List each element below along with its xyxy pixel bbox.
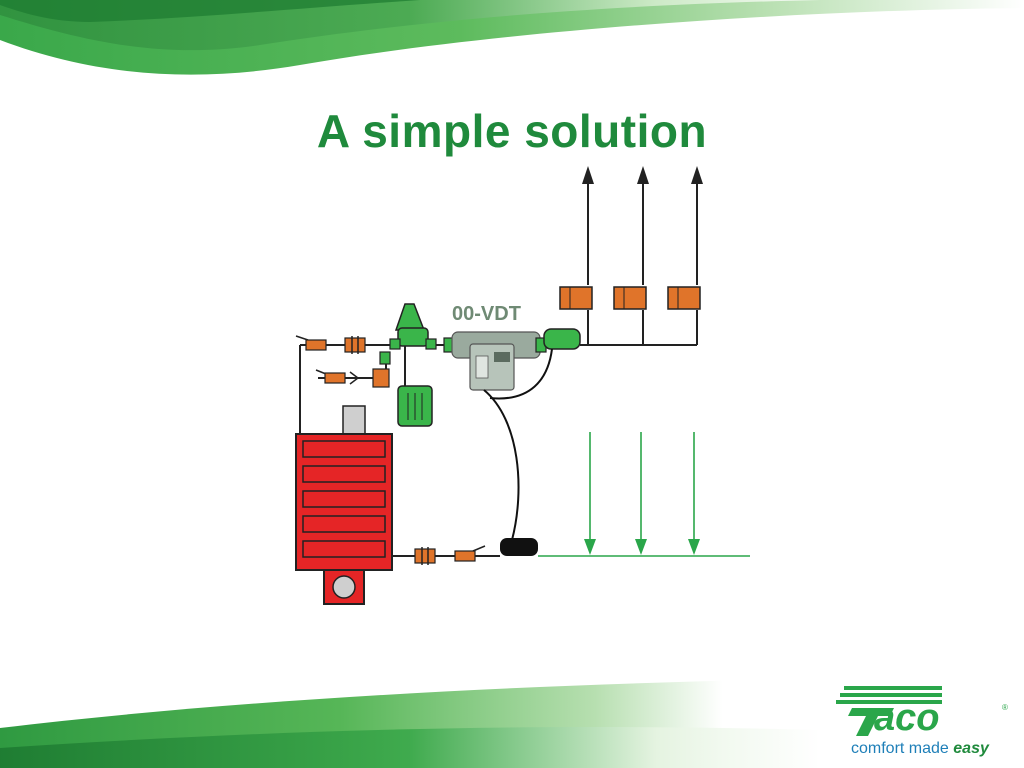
svg-text:®: ® — [1002, 703, 1008, 712]
zone-valve-2 — [613, 286, 647, 310]
return-union — [414, 547, 436, 565]
slide-title: A simple solution — [316, 105, 708, 157]
boiler — [295, 405, 393, 605]
return-sensor — [500, 538, 538, 556]
fill-valve — [315, 351, 391, 388]
logo-tagline: comfort made easy — [851, 740, 1011, 758]
supply-arrows — [582, 166, 703, 184]
expansion-tank — [397, 385, 433, 427]
return-arrows — [584, 539, 700, 555]
zone-valve-1 — [559, 286, 593, 310]
tagline-easy: easy — [953, 740, 989, 757]
circulator-pump — [443, 331, 547, 391]
air-separator — [389, 303, 437, 350]
bottom-swoosh — [0, 678, 850, 768]
tagline-comfort: comfort — [851, 740, 905, 757]
return-piping — [538, 432, 750, 557]
supply-union — [344, 336, 366, 354]
tagline-made: made — [908, 740, 949, 757]
supply-sensor — [543, 328, 581, 350]
sensor-wires — [483, 348, 553, 541]
return-ball-valve — [454, 545, 486, 562]
zone-valve-3 — [667, 286, 701, 310]
taco-logo: aco ® — [836, 686, 1008, 739]
taco-wordmark: aco — [874, 697, 939, 739]
pump-label: 00-VDT — [452, 303, 521, 325]
top-swoosh — [0, 0, 1024, 75]
supply-ball-valve — [295, 335, 327, 351]
